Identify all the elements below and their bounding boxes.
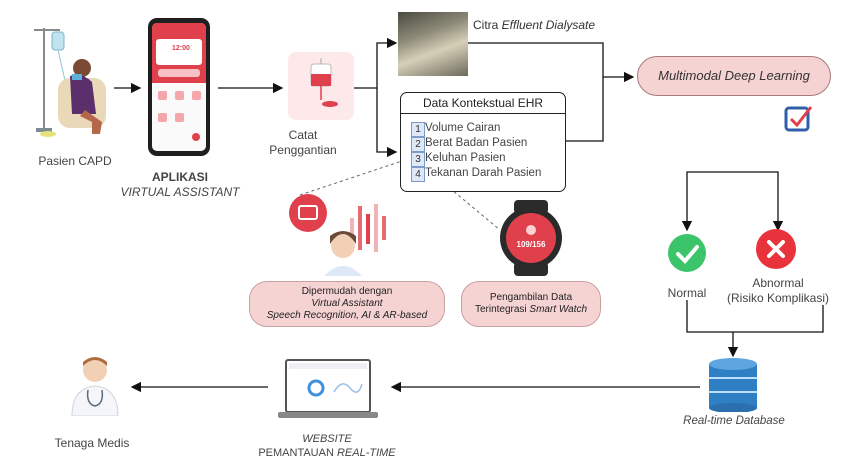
- assistant-pill-line3: Speech Recognition, AI & AR-based: [266, 310, 428, 321]
- database-label: Real-time Database: [683, 415, 785, 427]
- ehr-item-num: 3: [411, 152, 425, 167]
- abnormal-label-line2: (Risiko Komplikasi): [726, 291, 830, 305]
- watch-reading: 109/156: [516, 240, 546, 249]
- line-abnormal-to-db: [733, 305, 824, 333]
- arrow-record-to-effluent: [354, 37, 398, 89]
- watch-pill-line2: Terintegrasi Smart Watch: [475, 304, 587, 316]
- ehr-item-num: 4: [411, 167, 425, 182]
- assistant-pill-line1: Dipermudah dengan: [301, 286, 393, 297]
- smart-watch-illustration: 109/156: [496, 200, 566, 276]
- line-ehr-to-model: [566, 77, 604, 142]
- app-screen: 12:00: [152, 23, 206, 151]
- app-title-line2: VIRTUAL ASSISTANT: [120, 185, 240, 199]
- app-clock: 12:00: [172, 45, 190, 52]
- website-label: WEBSITE PEMANTAUAN REAL-TIME: [242, 432, 412, 460]
- model-label: Multimodal Deep Learning: [658, 68, 810, 83]
- website-label-line2-prefix: PEMANTAUAN: [258, 447, 337, 459]
- app-phone-mockup[interactable]: 12:00: [148, 18, 210, 156]
- website-label-line1: WEBSITE: [302, 433, 352, 445]
- website-laptop-icon[interactable]: [276, 358, 380, 420]
- normal-label: Normal: [667, 286, 707, 300]
- watch-pill: Pengambilan Data Terintegrasi Smart Watc…: [461, 281, 601, 327]
- assistant-pill-line2: Virtual Assistant: [311, 298, 383, 309]
- line-model-branch-right: [733, 171, 784, 232]
- record-label: Catat Penggantian: [258, 128, 348, 158]
- arrow-record-to-ehr: [376, 88, 398, 158]
- ehr-item-text: Tekanan Darah Pasien: [425, 167, 542, 179]
- medic-label: Tenaga Medis: [54, 436, 130, 450]
- doctor-illustration: [68, 354, 122, 416]
- effluent-label-prefix: Citra: [473, 18, 502, 32]
- model-pill: Multimodal Deep Learning: [637, 56, 831, 96]
- watch-pill-line1: Pengambilan Data: [489, 292, 573, 303]
- dashed-guide-assistant: [299, 159, 406, 196]
- database-icon: [707, 358, 759, 412]
- iv-bag-icon: [288, 52, 354, 120]
- abnormal-label-line1: Abnormal: [752, 276, 804, 290]
- watch-pill-line2-prefix: Terintegrasi: [474, 304, 530, 315]
- website-label-line2-italic: REAL-TIME: [336, 447, 396, 459]
- ehr-item-num: 2: [411, 137, 425, 152]
- line-effluent-to-model: [468, 42, 604, 77]
- line-model-branch-left: [681, 171, 733, 232]
- ehr-item-num: 1: [411, 122, 425, 137]
- ehr-item-text: Keluhan Pasien: [425, 152, 506, 164]
- website-label-line2: PEMANTAUAN REAL-TIME: [242, 446, 412, 460]
- ehr-item-text: Berat Badan Pasien: [425, 137, 528, 149]
- ehr-item-text: Volume Cairan: [425, 122, 501, 134]
- patient-illustration: [30, 22, 114, 140]
- assistant-illustration: [288, 186, 408, 276]
- abnormal-label: Abnormal (Risiko Komplikasi): [716, 276, 840, 306]
- watch-pill-line2-italic: Smart Watch: [529, 304, 588, 315]
- patient-label: Pasien CAPD: [38, 154, 112, 168]
- checklist-icon: [783, 103, 813, 133]
- effluent-label: Citra Effluent Dialysate: [473, 18, 595, 32]
- line-normal-to-db: [686, 300, 733, 333]
- effluent-photo: [398, 12, 468, 76]
- app-title: APLIKASI VIRTUAL ASSISTANT: [110, 170, 250, 200]
- effluent-label-italic: Effluent Dialysate: [501, 18, 596, 32]
- abnormal-x-icon: [756, 229, 796, 269]
- record-label-line2: Penggantian: [269, 143, 337, 157]
- normal-check-icon: [668, 234, 706, 272]
- assistant-pill: Dipermudah dengan Virtual Assistant Spee…: [249, 281, 445, 327]
- app-title-line1: APLIKASI: [151, 170, 208, 184]
- record-label-line1: Catat: [288, 128, 318, 142]
- ehr-title: Data Kontekstual EHR: [422, 96, 544, 110]
